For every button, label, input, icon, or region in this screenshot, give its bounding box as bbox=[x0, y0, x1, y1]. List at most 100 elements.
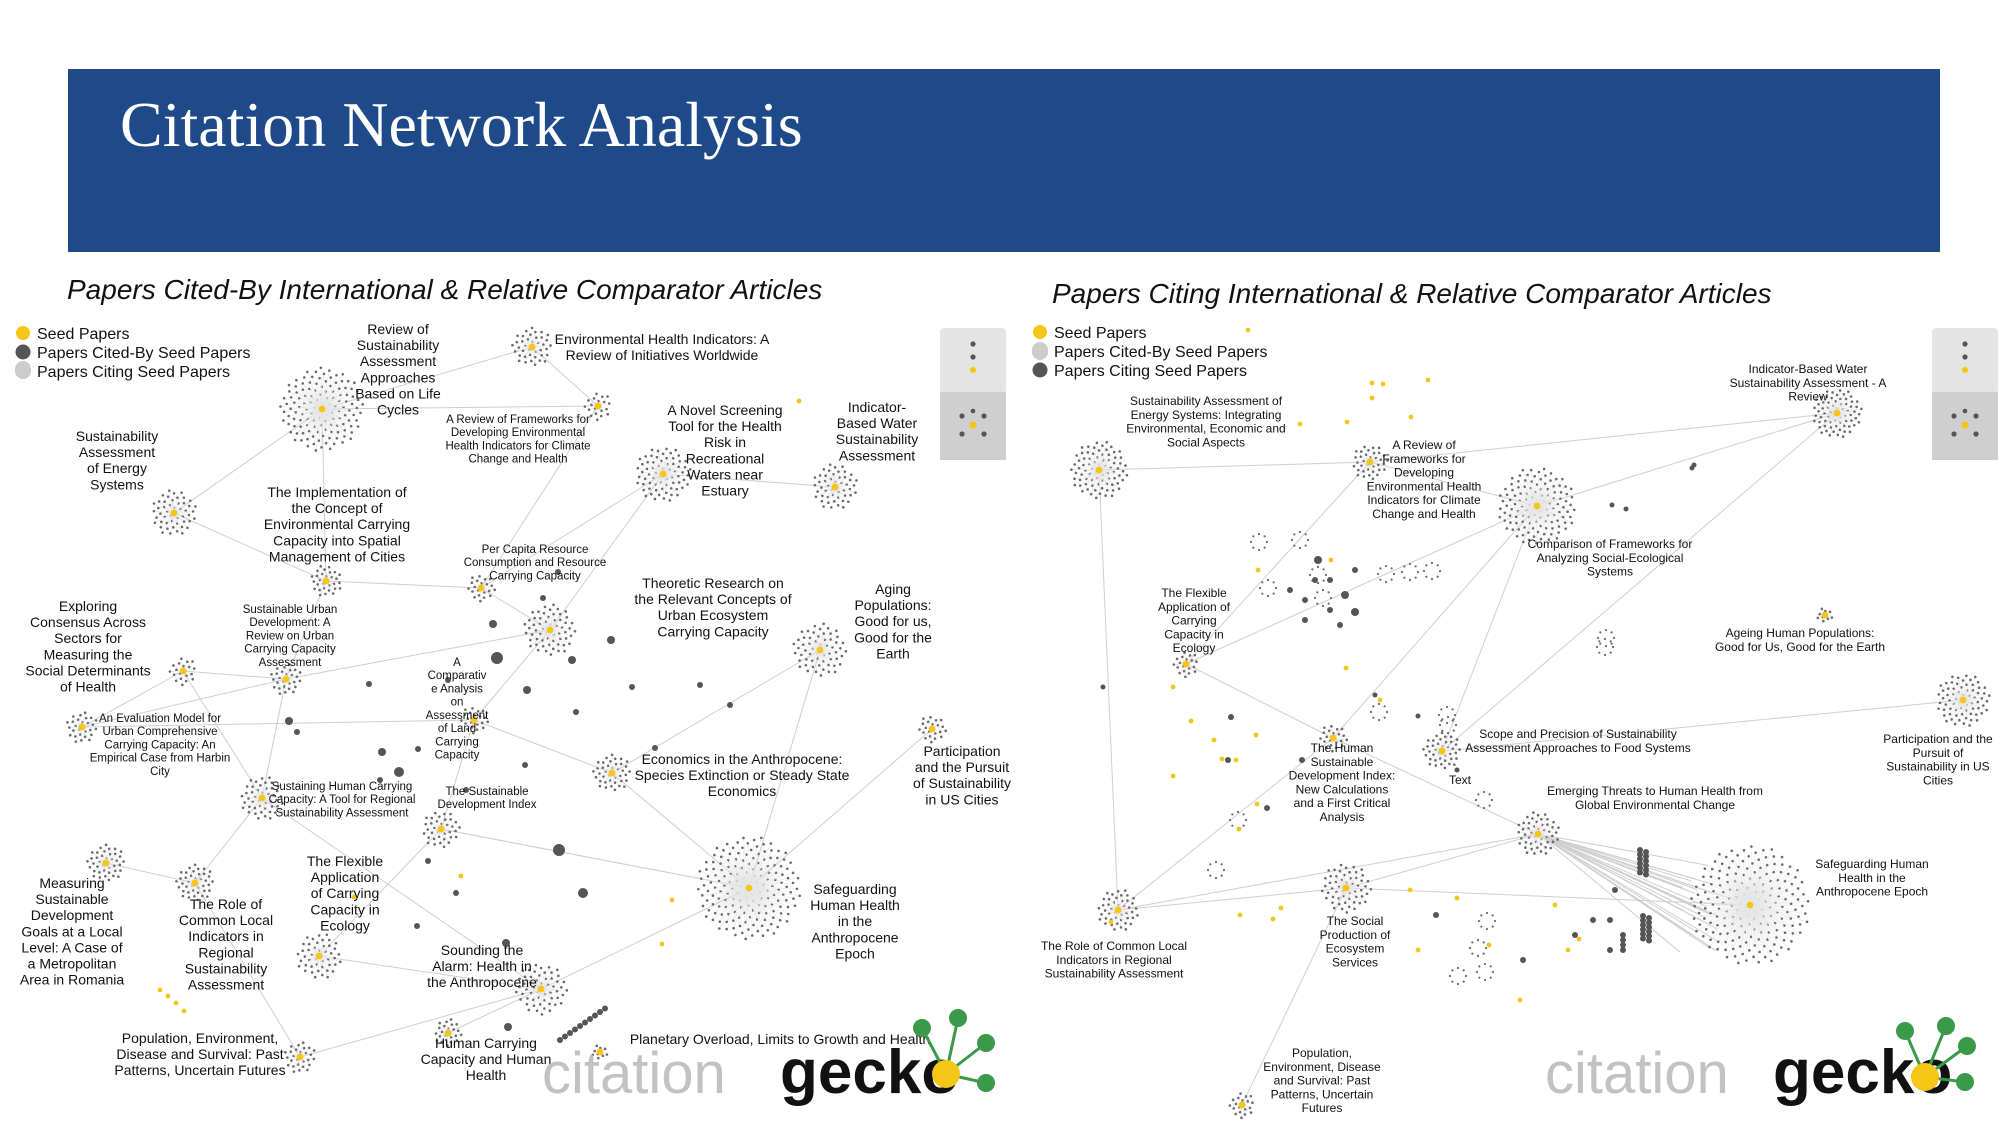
seed-node[interactable] bbox=[1329, 734, 1337, 742]
paper-node[interactable] bbox=[1211, 737, 1217, 743]
paper-node[interactable] bbox=[555, 569, 561, 575]
paper-node[interactable] bbox=[1343, 665, 1349, 671]
paper-node[interactable] bbox=[1299, 757, 1305, 763]
paper-node[interactable] bbox=[1108, 919, 1114, 925]
paper-node[interactable] bbox=[394, 767, 404, 777]
seed-node[interactable] bbox=[1342, 884, 1350, 892]
paper-node[interactable] bbox=[377, 777, 383, 783]
paper-node[interactable] bbox=[1369, 380, 1375, 386]
paper-node[interactable] bbox=[1643, 867, 1649, 873]
paper-node[interactable] bbox=[1486, 942, 1492, 948]
paper-node[interactable] bbox=[1607, 917, 1613, 923]
paper-node[interactable] bbox=[1327, 607, 1333, 613]
paper-node[interactable] bbox=[1372, 692, 1378, 698]
paper-node[interactable] bbox=[577, 1023, 583, 1029]
paper-node[interactable] bbox=[1253, 732, 1259, 738]
seed-node[interactable] bbox=[315, 952, 323, 960]
paper-node[interactable] bbox=[1341, 591, 1349, 599]
paper-node[interactable] bbox=[458, 873, 464, 879]
seed-node[interactable] bbox=[1821, 611, 1829, 619]
paper-node[interactable] bbox=[562, 1033, 568, 1040]
paper-node[interactable] bbox=[294, 729, 300, 735]
right-paper-cluster[interactable] bbox=[1690, 845, 1810, 965]
paper-node[interactable] bbox=[1237, 912, 1243, 918]
paper-node[interactable] bbox=[1337, 622, 1343, 628]
paper-node[interactable] bbox=[1188, 718, 1194, 724]
paper-node[interactable] bbox=[1640, 913, 1646, 919]
left-paper-cluster[interactable] bbox=[467, 575, 497, 603]
paper-node[interactable] bbox=[351, 894, 357, 900]
small-paper-cluster[interactable] bbox=[1474, 790, 1494, 810]
seed-node[interactable] bbox=[546, 626, 554, 634]
paper-node[interactable] bbox=[1314, 556, 1322, 564]
right-paper-cluster[interactable] bbox=[1498, 467, 1576, 545]
paper-node[interactable] bbox=[1646, 919, 1652, 926]
seed-node[interactable] bbox=[596, 1048, 604, 1056]
paper-node[interactable] bbox=[1287, 587, 1293, 593]
paper-node[interactable] bbox=[1646, 937, 1652, 944]
paper-node[interactable] bbox=[173, 1000, 179, 1006]
paper-node[interactable] bbox=[1576, 936, 1582, 942]
right-paper-cluster[interactable] bbox=[1352, 445, 1389, 481]
paper-node[interactable] bbox=[1620, 937, 1626, 943]
seed-node[interactable] bbox=[1746, 901, 1754, 909]
paper-node[interactable] bbox=[1377, 697, 1383, 703]
left-paper-cluster[interactable] bbox=[270, 663, 302, 695]
left-paper-cluster[interactable] bbox=[514, 963, 569, 1016]
paper-node[interactable] bbox=[1640, 917, 1646, 924]
left-paper-cluster[interactable] bbox=[168, 657, 196, 687]
seed-node[interactable] bbox=[816, 646, 824, 654]
seed-node[interactable] bbox=[928, 725, 936, 733]
paper-node[interactable] bbox=[1255, 567, 1261, 573]
small-paper-cluster[interactable] bbox=[1376, 564, 1396, 584]
seed-node[interactable] bbox=[282, 675, 290, 683]
paper-node[interactable] bbox=[572, 1026, 578, 1033]
paper-node[interactable] bbox=[366, 681, 372, 687]
paper-node[interactable] bbox=[1646, 924, 1652, 930]
paper-node[interactable] bbox=[629, 684, 635, 690]
left-paper-cluster[interactable] bbox=[918, 716, 948, 744]
paper-node[interactable] bbox=[1565, 947, 1571, 953]
paper-node[interactable] bbox=[553, 844, 565, 856]
paper-node[interactable] bbox=[523, 686, 531, 694]
paper-node[interactable] bbox=[1609, 502, 1615, 508]
seed-node[interactable] bbox=[318, 405, 326, 413]
paper-node[interactable] bbox=[727, 702, 733, 708]
paper-node[interactable] bbox=[425, 858, 431, 864]
left-paper-cluster[interactable] bbox=[279, 366, 364, 452]
paper-node[interactable] bbox=[1433, 912, 1439, 918]
small-paper-cluster[interactable] bbox=[1422, 561, 1442, 581]
paper-node[interactable] bbox=[522, 762, 528, 768]
small-paper-cluster[interactable] bbox=[1595, 637, 1615, 657]
small-paper-cluster[interactable] bbox=[1596, 628, 1616, 648]
paper-node[interactable] bbox=[796, 398, 802, 404]
seed-node[interactable] bbox=[831, 483, 839, 491]
left-paper-cluster[interactable] bbox=[592, 753, 631, 792]
paper-node[interactable] bbox=[1572, 932, 1578, 938]
paper-node[interactable] bbox=[1643, 853, 1649, 860]
small-paper-cluster[interactable] bbox=[1400, 562, 1420, 582]
seed-node[interactable] bbox=[1533, 502, 1541, 510]
paper-node[interactable] bbox=[1254, 801, 1260, 807]
paper-node[interactable] bbox=[567, 1030, 573, 1036]
paper-node[interactable] bbox=[1407, 887, 1413, 893]
right-paper-cluster[interactable] bbox=[1422, 731, 1461, 770]
left-paper-cluster[interactable] bbox=[636, 447, 692, 502]
seed-node[interactable] bbox=[258, 794, 266, 802]
paper-node[interactable] bbox=[587, 1016, 593, 1022]
paper-node[interactable] bbox=[578, 888, 588, 898]
seed-node[interactable] bbox=[444, 1029, 452, 1037]
paper-node[interactable] bbox=[1264, 805, 1270, 811]
small-paper-cluster[interactable] bbox=[1437, 705, 1457, 725]
seed-node[interactable] bbox=[537, 985, 545, 993]
paper-node[interactable] bbox=[504, 1023, 512, 1031]
vertical-layout-icon[interactable] bbox=[940, 328, 1006, 392]
small-paper-cluster[interactable] bbox=[1468, 938, 1488, 958]
paper-node[interactable] bbox=[1233, 757, 1239, 763]
right-paper-cluster[interactable] bbox=[1937, 674, 1991, 727]
paper-node[interactable] bbox=[502, 939, 510, 947]
paper-node[interactable] bbox=[463, 787, 469, 793]
seed-node[interactable] bbox=[608, 769, 616, 777]
left-paper-cluster[interactable] bbox=[66, 711, 98, 743]
paper-node[interactable] bbox=[1620, 947, 1626, 953]
